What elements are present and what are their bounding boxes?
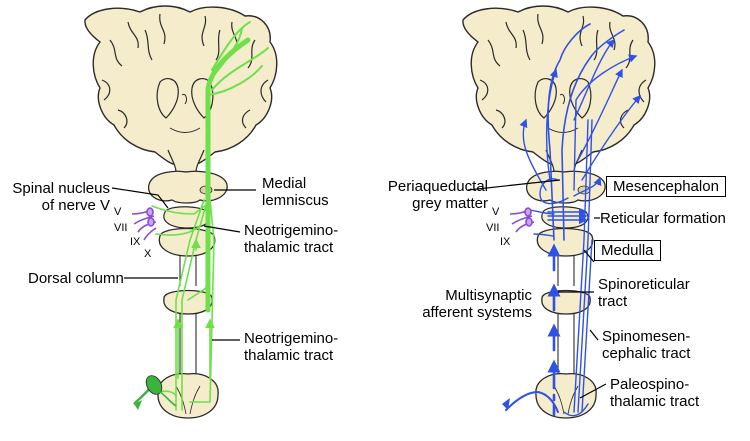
label-medial-lemniscus-line2: lemniscus xyxy=(262,192,329,209)
label-multisynaptic: Multisynaptic afferent systems xyxy=(394,287,532,321)
left-leader-lines xyxy=(111,187,256,341)
left-ganglion xyxy=(133,375,177,410)
label-paleospino-line2: thalamic tract xyxy=(610,393,700,410)
label-paleospino-line1: Paleospino- xyxy=(610,376,690,393)
left-nerve-vii-label: VII xyxy=(114,222,128,234)
label-mesencephalon: Mesencephalon xyxy=(606,176,726,197)
left-panel xyxy=(84,5,278,419)
label-periaqueductal-line2: grey matter xyxy=(412,195,488,212)
label-periaqueductal: Periaqueductal grey matter xyxy=(378,178,488,212)
right-nerve-v-label: V xyxy=(492,206,500,218)
right-cranial-nerves xyxy=(509,207,535,233)
right-nerve-vii-label: VII xyxy=(486,222,500,234)
label-paleospinothalamic: Paleospino- thalamic tract xyxy=(610,376,699,410)
label-spinomesen-line2: cephalic tract xyxy=(602,345,691,362)
label-neotrig-lower-line2: thalamic tract xyxy=(244,347,334,364)
label-spinoreticular-line2: tract xyxy=(598,293,628,310)
label-medial-lemniscus-line1: Medial xyxy=(262,175,307,192)
label-spinomesencephalic: Spinomesen- cephalic tract xyxy=(602,328,690,362)
left-nerve-v-label: V xyxy=(114,206,122,218)
label-periaqueductal-line1: Periaqueductal xyxy=(387,178,488,195)
right-panel xyxy=(462,5,656,419)
left-nerve-x-label: X xyxy=(144,248,152,260)
left-tracts xyxy=(151,21,269,411)
label-spinomesen-line1: Spinomesen- xyxy=(602,328,691,345)
label-multisynaptic-line2: afferent systems xyxy=(422,304,532,321)
label-spinal-nucleus: Spinal nucleus of nerve V xyxy=(6,180,110,214)
label-medulla: Medulla xyxy=(594,240,661,261)
label-neotrig-lower-line1: Neotrigemino- xyxy=(244,330,339,347)
label-spinal-nucleus-line1: Spinal nucleus xyxy=(12,180,110,197)
label-dorsal-column: Dorsal column xyxy=(28,270,124,287)
right-tracts xyxy=(502,23,641,417)
label-spinoreticular: Spinoreticular tract xyxy=(598,276,690,310)
label-reticular-formation: Reticular formation xyxy=(600,210,726,227)
label-spinoreticular-line1: Spinoreticular xyxy=(598,276,690,293)
label-neotrig-upper-line2: thalamic tract xyxy=(244,239,334,256)
right-nerve-ix-label: IX xyxy=(500,236,511,248)
left-cranial-nerves xyxy=(131,207,157,241)
label-neotrigemino-upper: Neotrigemino- thalamic tract xyxy=(244,222,338,256)
label-medial-lemniscus: Medial lemniscus xyxy=(262,175,329,209)
right-leader-lines xyxy=(467,179,607,399)
label-multisynaptic-line1: Multisynaptic xyxy=(445,287,532,304)
label-neotrig-upper-line1: Neotrigemino- xyxy=(244,222,339,239)
label-neotrigemino-lower: Neotrigemino- thalamic tract xyxy=(244,330,338,364)
left-nerve-ix-label: IX xyxy=(130,236,141,248)
label-spinal-nucleus-line2: of nerve V xyxy=(41,197,110,214)
